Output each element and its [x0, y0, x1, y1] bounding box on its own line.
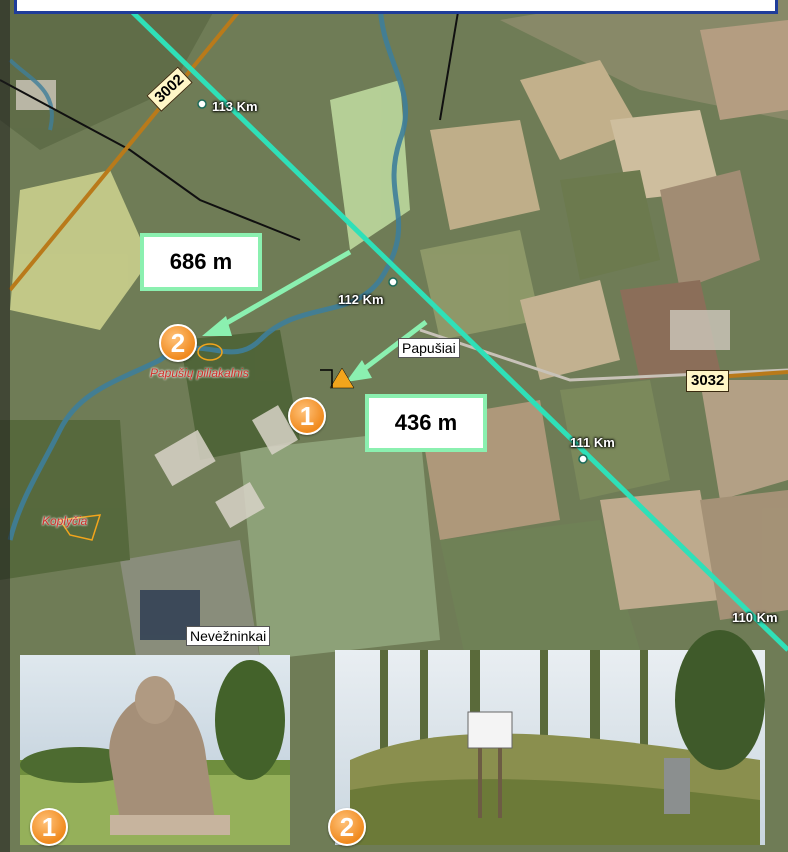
- km-marker-112: 112 Km: [338, 292, 384, 307]
- route-km-points: [197, 99, 588, 464]
- photo-marker-2: 2: [328, 808, 366, 846]
- boundary-line: [0, 79, 301, 241]
- photo-marker-1: 1: [30, 808, 68, 846]
- label-chapel: Koplyčia: [42, 514, 88, 528]
- map-marker-1[interactable]: 1: [288, 397, 326, 435]
- settlement-blocks: [16, 80, 730, 640]
- km-marker-113: 113 Km: [212, 99, 258, 114]
- route-line: [118, 0, 788, 652]
- km-marker-110: 110 Km: [732, 610, 778, 625]
- top-banner: [14, 0, 778, 14]
- distance-box-436: 436 m: [365, 394, 487, 452]
- field-patches: [0, 0, 788, 680]
- place-neveznikai: Nevėžninkai: [186, 626, 271, 646]
- map-marker-2[interactable]: 2: [159, 324, 197, 362]
- km-marker-111: 111 Km: [570, 435, 615, 450]
- site-triangle: [329, 367, 355, 389]
- photo-1-statue: [20, 655, 290, 845]
- river-branch: [8, 58, 54, 131]
- distance-box-686: 686 m: [140, 233, 262, 291]
- place-papusiai: Papušiai: [398, 338, 460, 358]
- distance-arrows: [202, 249, 428, 382]
- boundary-line: [439, 0, 461, 121]
- photo-2-hillfort: [335, 630, 765, 845]
- road-badge-3032: 3032: [686, 370, 730, 392]
- road-3002: [8, 8, 242, 292]
- river: [7, 0, 408, 541]
- label-hillfort: Papušių piliakalnis: [150, 366, 249, 380]
